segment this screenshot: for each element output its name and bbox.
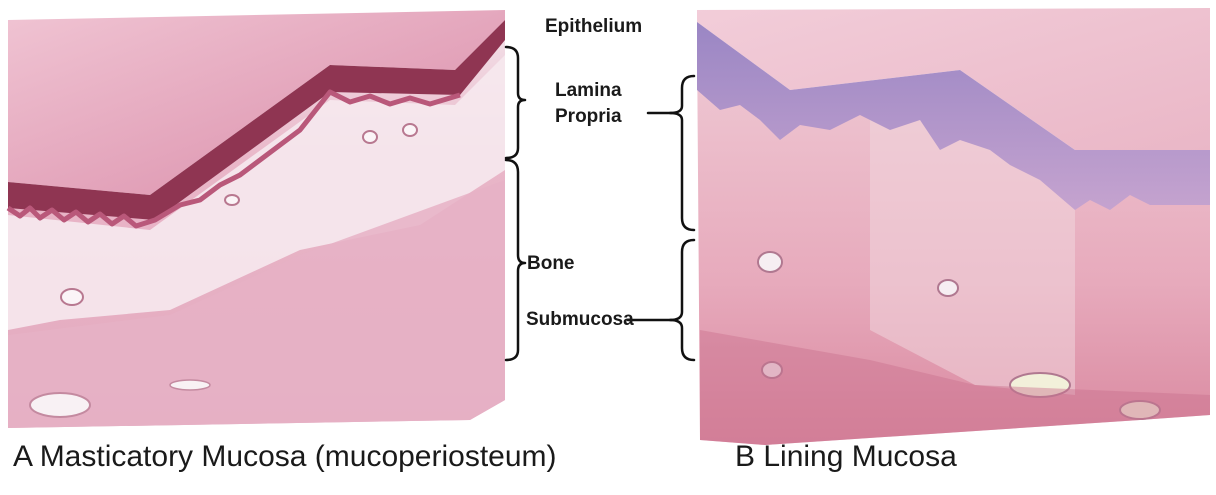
panel-b-vessel [938, 280, 958, 296]
panel-a-vessel [363, 131, 377, 143]
bracket-b-lower [670, 240, 694, 360]
epithelium-label: Epithelium [545, 16, 642, 38]
panel-b-block [697, 8, 1210, 445]
lamina-propria-label-line1: Lamina [555, 80, 622, 102]
panel-a-vessel [30, 393, 90, 417]
bracket-a-lower [506, 160, 525, 360]
panel-a-block [8, 10, 505, 428]
caption-panel-a: A Masticatory Mucosa (mucoperiosteum) [13, 440, 557, 474]
panel-a-vessel [61, 289, 83, 305]
panel-a-vessel [225, 195, 239, 205]
panel-a-vessel [170, 380, 210, 390]
panel-b-vessel [758, 252, 782, 272]
submucosa-label: Submucosa [526, 309, 634, 331]
bone-label: Bone [527, 253, 575, 275]
panel-a-vessel [403, 124, 417, 136]
caption-panel-b: B Lining Mucosa [735, 440, 957, 474]
lamina-propria-label-line2: Propria [555, 106, 622, 128]
bracket-a-upper [506, 47, 525, 158]
bracket-b-upper [670, 76, 694, 230]
